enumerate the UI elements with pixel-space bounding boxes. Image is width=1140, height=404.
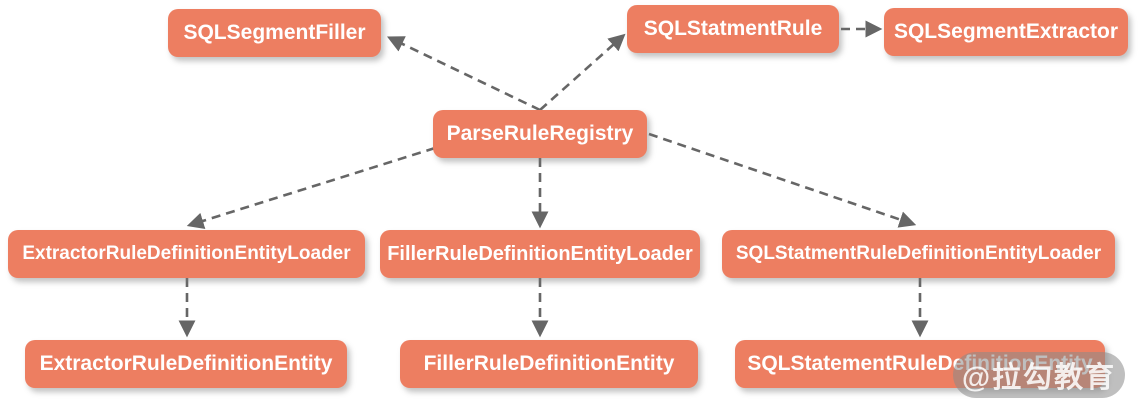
node-label: SQLSegmentFiller [183,21,366,44]
watermark-text: @拉勾教育 [961,362,1117,394]
node-label: SQLSegmentExtractor [893,20,1119,43]
node-parse-rule-registry: ParseRuleRegistry [433,110,647,158]
node-label: SQLStatmentRuleDefinitionEntityLoader [735,243,1102,264]
node-label: SQLStatmentRule [643,17,823,40]
edge-parse-rule-registry--extractor-rule-definition-entity-loader [186,146,436,230]
node-label: ExtractorRuleDefinitionEntity [39,352,333,375]
node-label: ParseRuleRegistry [446,122,634,145]
edge-parse-rule-registry--sql-segment-filler [386,36,541,112]
node-filler-rule-definition-entity: FillerRuleDefinitionEntity [400,340,698,388]
node-filler-rule-definition-entity-loader: FillerRuleDefinitionEntityLoader [380,230,700,278]
edge-parse-rule-registry--sql-statment-rule [539,33,626,111]
node-label: FillerRuleDefinitionEntity [423,352,675,375]
node-sql-segment-filler: SQLSegmentFiller [168,9,381,57]
node-sql-statment-rule-definition-entity-loader: SQLStatmentRuleDefinitionEntityLoader [722,230,1115,278]
node-sql-segment-extractor: SQLSegmentExtractor [884,8,1128,56]
node-extractor-rule-definition-entity-loader: ExtractorRuleDefinitionEntityLoader [8,230,365,278]
node-label: FillerRuleDefinitionEntityLoader [387,242,693,265]
node-extractor-rule-definition-entity: ExtractorRuleDefinitionEntity [25,340,347,388]
edge-parse-rule-registry--sql-statment-rule-definition-entity-loader [648,132,917,228]
node-sql-statment-rule: SQLStatmentRule [627,5,839,53]
node-label: ExtractorRuleDefinitionEntityLoader [22,243,351,264]
watermark: @拉勾教育 [953,352,1125,398]
